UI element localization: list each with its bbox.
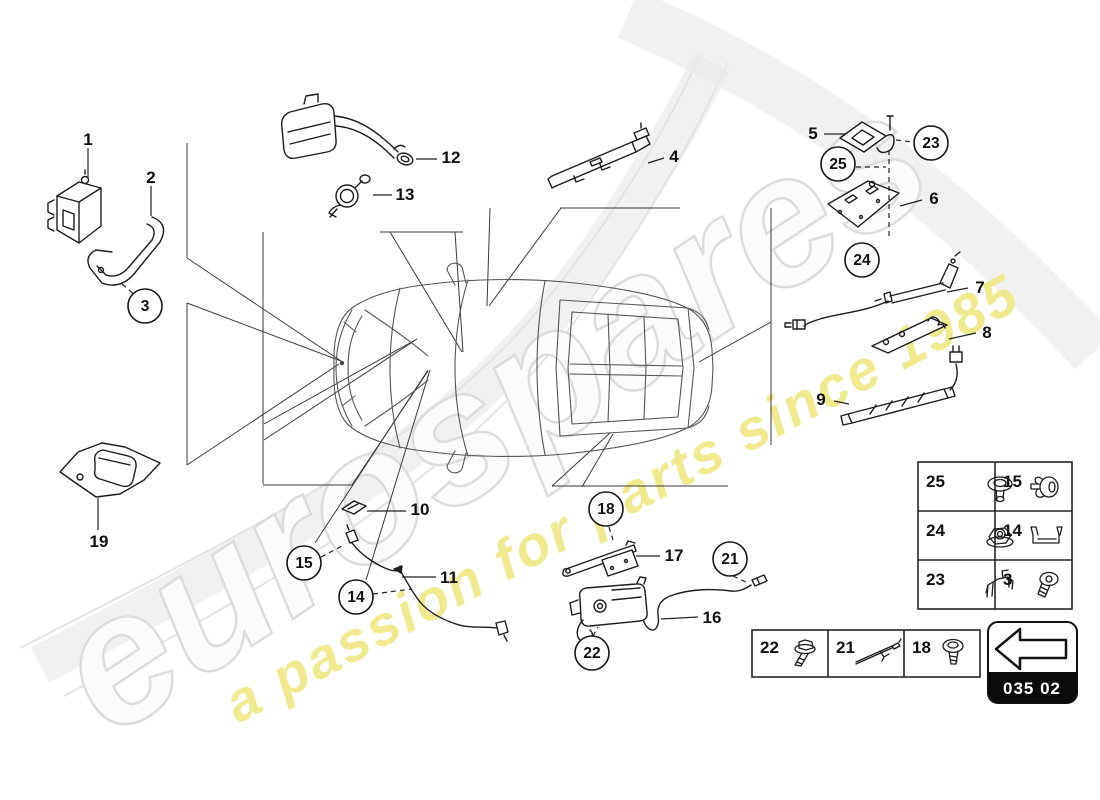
car-top-view-drawing xyxy=(333,262,714,474)
callout-10[interactable]: 10 xyxy=(411,500,430,519)
swoosh-band xyxy=(30,52,730,683)
pan-head-screw-icon xyxy=(1037,571,1059,598)
tapping-screw-icon xyxy=(942,638,964,665)
callout-circle-25-label: 25 xyxy=(829,156,847,173)
left-mirror xyxy=(446,262,467,286)
flange-bolt-icon xyxy=(794,639,816,667)
fastener-cell-21-label: 21 xyxy=(836,638,855,657)
fastener-cell-25-label: 25 xyxy=(926,472,945,491)
callout-19[interactable]: 19 xyxy=(90,532,109,551)
fastener-cell-14-label: 14 xyxy=(1003,521,1022,540)
front-aerial-point xyxy=(339,360,345,366)
callout-circle-23-label: 23 xyxy=(922,135,940,152)
retaining-clip-icon xyxy=(1030,526,1063,544)
callout-circle-18[interactable]: 18 xyxy=(588,491,624,527)
dashed-leader-lines xyxy=(121,139,914,637)
fastener-cell-3[interactable]: 3 xyxy=(1003,570,1059,598)
swoosh-edge-lower xyxy=(63,61,729,697)
fastener-strip: 22 21 18 xyxy=(751,629,981,678)
part-12-aerial xyxy=(280,93,414,166)
plain-callouts: 1 2 4 5 6 7 8 9 10 11 12 13 16 17 19 xyxy=(83,124,991,627)
callout-circle-14-label: 14 xyxy=(347,589,365,606)
callout-17[interactable]: 17 xyxy=(665,546,684,565)
fastener-cell-24-label: 24 xyxy=(926,521,945,540)
fastener-cell-23[interactable]: 23 xyxy=(926,569,1014,598)
callout-11[interactable]: 11 xyxy=(440,568,458,587)
windshield-front-edge xyxy=(389,287,401,449)
callout-circle-22[interactable]: 22 xyxy=(574,635,610,671)
part-2-bracket xyxy=(87,216,165,286)
callout-circle-14[interactable]: 14 xyxy=(338,579,374,615)
fastener-cell-22-label: 22 xyxy=(760,638,779,657)
callout-circle-21-label: 21 xyxy=(721,551,739,568)
fastener-cell-14[interactable]: 14 xyxy=(1003,521,1063,544)
fastener-table: 25 15 24 14 23 3 xyxy=(917,461,1073,610)
callout-circle-24[interactable]: 24 xyxy=(844,242,880,278)
right-mirror xyxy=(446,450,467,474)
part-8-bracket-plate xyxy=(871,316,948,354)
fastener-cell-18-label: 18 xyxy=(912,638,931,657)
callout-circle-3-label: 3 xyxy=(141,298,150,315)
part-drawings xyxy=(47,93,963,643)
swoosh-corner-band xyxy=(617,0,1100,370)
callout-12[interactable]: 12 xyxy=(442,148,461,167)
roof-rear-edge xyxy=(536,280,546,456)
fastener-cell-23-label: 23 xyxy=(926,570,945,589)
part-11-cable xyxy=(345,524,509,642)
fastener-cell-22[interactable]: 22 xyxy=(760,638,816,667)
callout-circle-25[interactable]: 25 xyxy=(820,146,856,182)
callout-circle-23[interactable]: 23 xyxy=(913,125,949,161)
fastener-cell-24[interactable]: 24 xyxy=(926,521,1014,548)
callout-5[interactable]: 5 xyxy=(808,124,817,143)
car-body-outline xyxy=(333,278,714,458)
expanding-rivet-icon xyxy=(1030,476,1059,498)
circled-callouts: 3 14 15 18 21 22 23 24 xyxy=(127,125,949,671)
part-4-aerial-amplifier xyxy=(547,122,651,189)
part-1-control-unit xyxy=(47,169,102,244)
reference-lines xyxy=(186,143,772,581)
callout-circle-18-label: 18 xyxy=(597,501,615,518)
part-13-sensor xyxy=(328,174,371,218)
callout-4[interactable]: 4 xyxy=(669,147,679,166)
part-6-plate xyxy=(827,180,900,228)
roof-front-edge xyxy=(454,279,469,457)
section-nav-box[interactable]: 035 02 xyxy=(987,621,1078,704)
part-7-aerial xyxy=(784,251,961,330)
callout-8[interactable]: 8 xyxy=(982,323,991,342)
callout-circle-3[interactable]: 3 xyxy=(127,288,163,324)
part-19-module-plate xyxy=(59,442,161,498)
callout-16[interactable]: 16 xyxy=(703,608,722,627)
part-17-bracket xyxy=(562,540,639,577)
callout-9[interactable]: 9 xyxy=(816,390,825,409)
callout-circle-22-label: 22 xyxy=(583,645,600,662)
part-16-rod-aerial xyxy=(641,574,768,631)
callout-circle-15-label: 15 xyxy=(295,555,313,572)
part-5-module xyxy=(839,115,895,154)
cable-rod-icon xyxy=(855,638,902,665)
callout-circle-24-label: 24 xyxy=(853,252,871,269)
leader-lines xyxy=(87,133,977,620)
swoosh-edge-upper xyxy=(19,54,701,649)
callout-circle-21[interactable]: 21 xyxy=(712,541,748,577)
section-code: 035 02 xyxy=(1003,679,1061,698)
callout-6[interactable]: 6 xyxy=(929,189,938,208)
callout-circle-15[interactable]: 15 xyxy=(286,545,322,581)
fastener-cell-25[interactable]: 25 xyxy=(926,472,1013,503)
callout-2[interactable]: 2 xyxy=(146,168,155,187)
part-9-antenna-strip xyxy=(840,345,963,426)
fastener-cell-3-label: 3 xyxy=(1003,570,1012,589)
part-22-module xyxy=(569,576,648,643)
callout-1[interactable]: 1 xyxy=(83,130,92,149)
fastener-cell-15[interactable]: 15 xyxy=(1003,472,1059,498)
callout-13[interactable]: 13 xyxy=(396,185,415,204)
callout-7[interactable]: 7 xyxy=(975,278,984,297)
fastener-cell-18[interactable]: 18 xyxy=(912,638,964,665)
section-code-band xyxy=(988,672,1077,703)
fastener-cell-15-label: 15 xyxy=(1003,472,1022,491)
fastener-cell-21[interactable]: 21 xyxy=(836,638,902,665)
part-10-clip xyxy=(341,500,367,515)
